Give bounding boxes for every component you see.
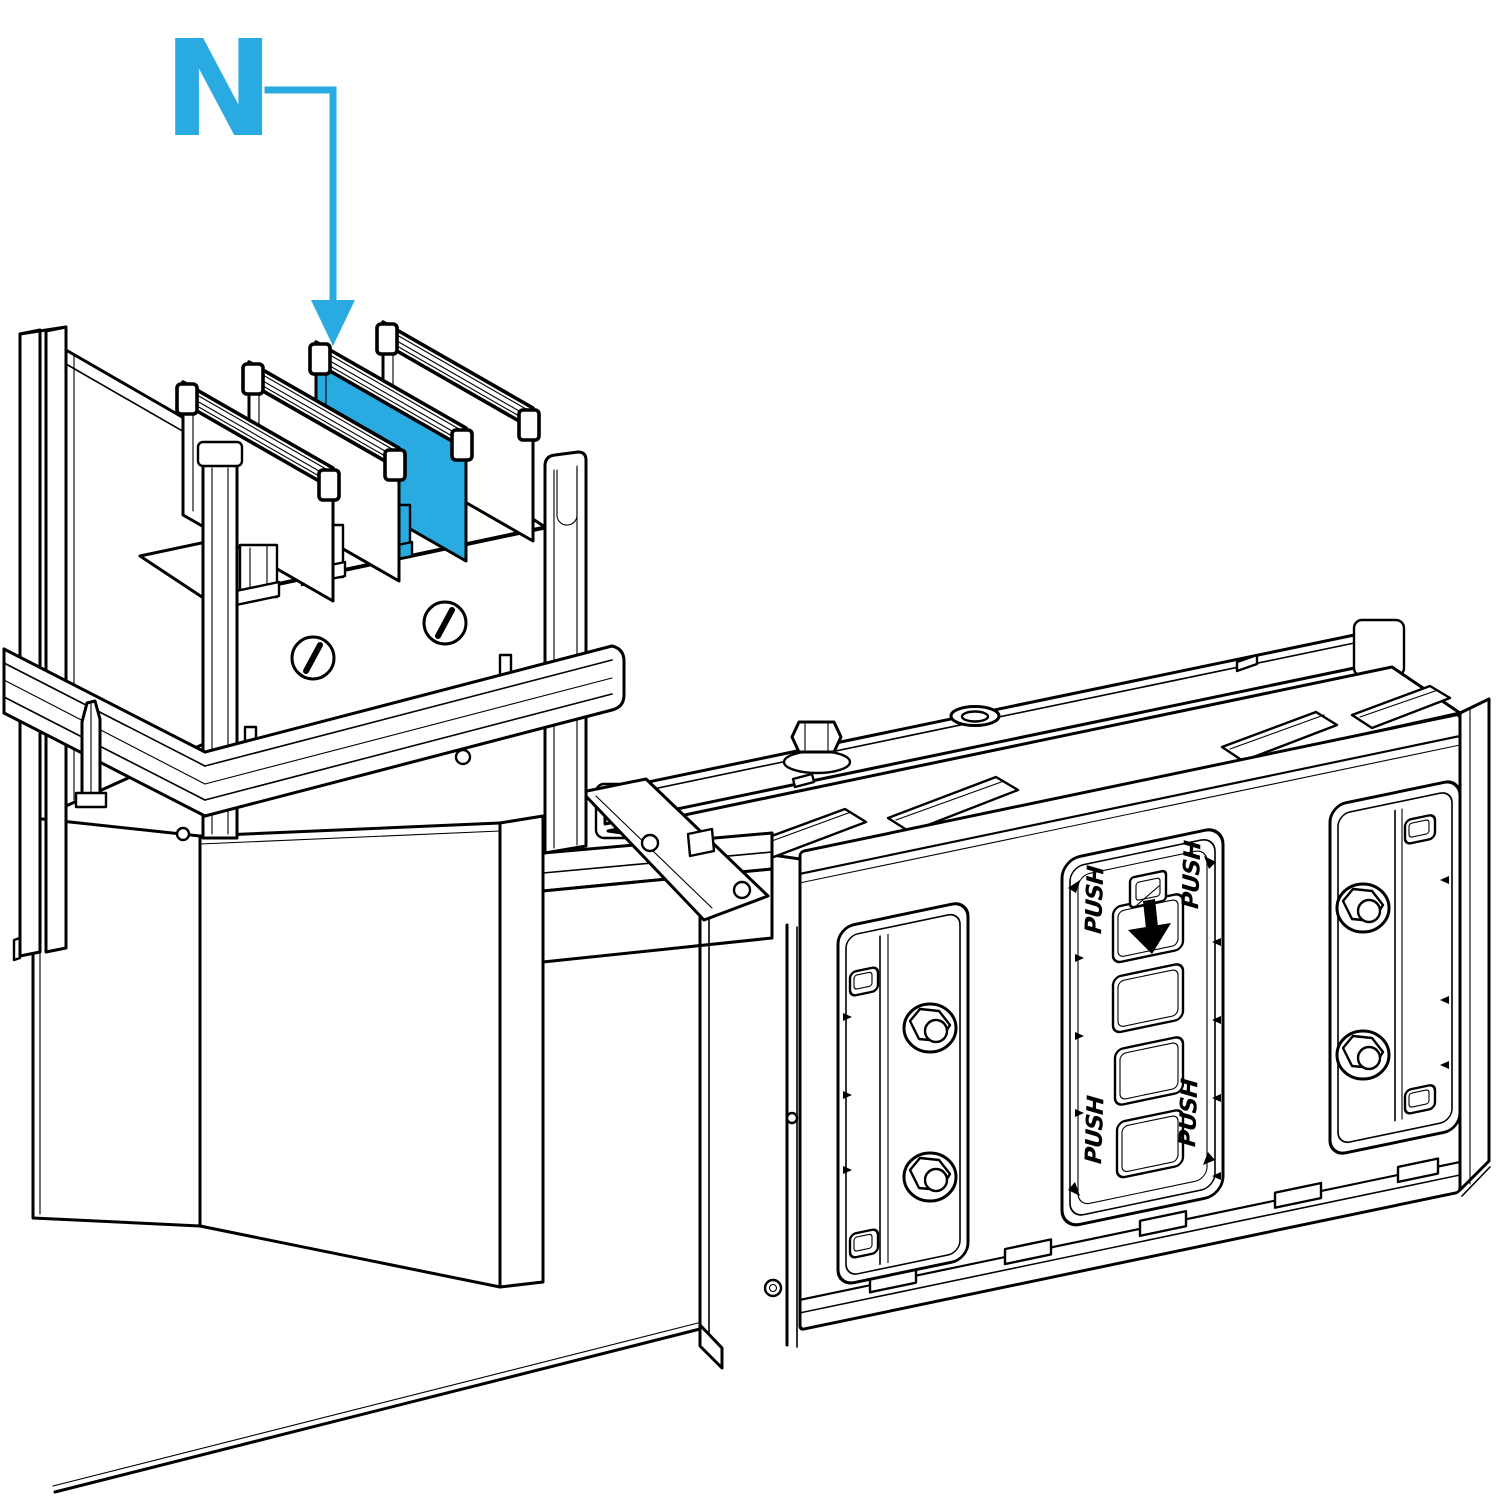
neutral-label: N bbox=[163, 13, 274, 167]
push-panel bbox=[1060, 828, 1225, 1227]
countersunk-hole-icon bbox=[949, 705, 1001, 727]
bracket-hole bbox=[640, 833, 660, 853]
enclosure-right-face bbox=[1458, 697, 1491, 1192]
rivet-icon bbox=[454, 748, 472, 766]
bracket-band bbox=[580, 777, 770, 922]
rivet-icon bbox=[763, 1278, 783, 1298]
push-label: PUSH bbox=[1174, 1076, 1204, 1151]
leader-line bbox=[264, 86, 337, 312]
hex-bolt-icon bbox=[902, 1151, 958, 1203]
hex-bolt-icon bbox=[902, 1002, 958, 1054]
push-label: PUSH bbox=[1080, 1093, 1110, 1168]
push-window bbox=[1115, 1109, 1185, 1179]
right-corner-post bbox=[543, 450, 588, 855]
collar-clamp-hook bbox=[74, 699, 108, 809]
push-label: PUSH bbox=[1080, 863, 1110, 938]
push-window bbox=[1111, 963, 1185, 1034]
neutral-annotation: N bbox=[163, 13, 355, 346]
right-cover-panel bbox=[1328, 780, 1462, 1155]
riser-lower-box bbox=[31, 814, 545, 1289]
slotted-screw-icon bbox=[422, 600, 468, 646]
top-face-tab bbox=[791, 772, 816, 789]
enclosure-front-face bbox=[798, 713, 1462, 1331]
left-cover-panel bbox=[836, 902, 970, 1285]
clamp-collar bbox=[2, 644, 626, 818]
enclosure: PUSH PUSH PUSH PUSH bbox=[594, 618, 1491, 1331]
push-label: PUSH bbox=[1177, 838, 1207, 913]
rear-flange bbox=[12, 325, 68, 962]
clip-slot bbox=[1403, 814, 1437, 845]
latch-arrow-down-icon bbox=[1128, 885, 1171, 954]
clip-slot bbox=[1403, 1084, 1437, 1115]
alignment-ticks bbox=[843, 856, 1449, 1196]
bracket-clip bbox=[686, 827, 716, 858]
riser-duct bbox=[2, 320, 626, 1289]
rivet-icon bbox=[785, 1111, 799, 1125]
push-window bbox=[1113, 1036, 1185, 1106]
screw-icon bbox=[175, 826, 191, 842]
rail-right-cap bbox=[1352, 618, 1406, 678]
slotted-screw-icon bbox=[290, 635, 336, 681]
rail-tab bbox=[1235, 653, 1259, 673]
hex-bolt-icon bbox=[1335, 882, 1391, 934]
top-hex-bolt-icon bbox=[782, 720, 852, 775]
down-arrow-icon bbox=[311, 300, 355, 346]
bracket-foot bbox=[698, 1323, 724, 1370]
hex-bolt-icon bbox=[1335, 1029, 1391, 1081]
bottom-rail-notches bbox=[868, 1157, 1440, 1294]
top-slots bbox=[748, 684, 1452, 860]
bracket-hole bbox=[732, 880, 752, 900]
